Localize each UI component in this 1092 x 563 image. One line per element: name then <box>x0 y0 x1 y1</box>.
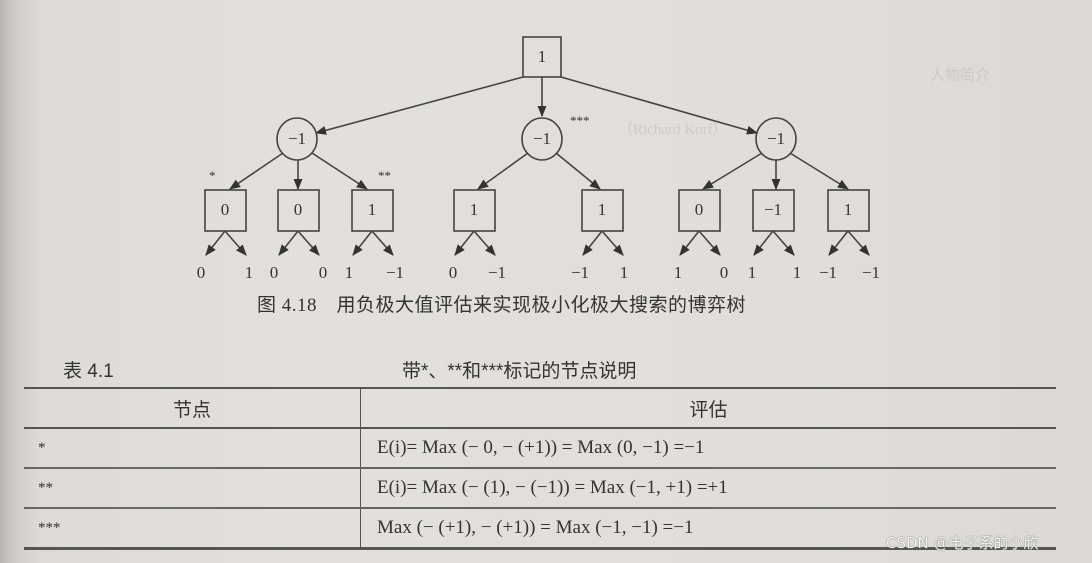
leaf-value: 1 <box>673 263 683 282</box>
leaf-value: 0 <box>196 263 206 282</box>
min-node-value: −1 <box>287 129 307 148</box>
node-marker: * <box>209 168 216 183</box>
table-row: * E(i)= Max (− 0, − (+1)) = Max (0, −1) … <box>24 428 1056 468</box>
evaluation-cell: E(i)= Max (− (1), − (−1)) = Max (−1, +1)… <box>377 477 728 498</box>
evaluation-cell: Max (− (+1), − (+1)) = Max (−1, −1) =−1 <box>377 517 694 538</box>
leaf-value: 1 <box>792 263 802 282</box>
table-header-row: 节点 评估 <box>24 388 1056 428</box>
node-marker: *** <box>570 113 590 128</box>
leaf-value: 1 <box>619 263 629 282</box>
node-cell: * <box>24 428 361 468</box>
leaf-value: −1 <box>861 263 881 282</box>
leaf-value: 1 <box>244 263 254 282</box>
max-node-value: 0 <box>220 200 230 219</box>
leaf-value: −1 <box>570 263 590 282</box>
leaf-value: 0 <box>269 263 279 282</box>
figure-caption: 图 4.18 用负极大值评估来实现极小化极大搜索的博弈树 <box>257 295 747 316</box>
max-node-value: −1 <box>763 200 783 219</box>
csdn-watermark: CSDN @电子系的小欣 <box>886 534 1039 552</box>
table-row: ** E(i)= Max (− (1), − (−1)) = Max (−1, … <box>24 468 1056 508</box>
node-cell: *** <box>24 508 361 549</box>
bleed-through-text: 人物简介 <box>930 68 991 84</box>
leaf-value: 1 <box>344 263 354 282</box>
min-node-2 <box>521 117 563 161</box>
leaf-value: 0 <box>719 263 729 282</box>
max-node-value: 0 <box>293 200 303 219</box>
leaf-value: 0 <box>318 263 328 282</box>
max-node-value: 1 <box>597 200 607 219</box>
min-node-value: −1 <box>766 129 786 148</box>
min-node-value: −1 <box>532 129 552 148</box>
header-node: 节点 <box>24 388 361 428</box>
leaf-value: −1 <box>818 263 838 282</box>
header-evaluation: 评估 <box>689 399 728 421</box>
leaf-value: 1 <box>747 263 757 282</box>
evaluation-cell: E(i)= Max (− 0, − (+1)) = Max (0, −1) =−… <box>377 437 705 458</box>
bleed-through-text: （Richard Korf） <box>618 122 728 138</box>
root-value: 1 <box>537 47 547 66</box>
max-node-value: 0 <box>694 200 704 219</box>
node-marker: ** <box>378 168 391 183</box>
table-row: *** Max (− (+1), − (+1)) = Max (−1, −1) … <box>24 508 1056 549</box>
table-number: 表 4.1 <box>63 361 114 382</box>
max-node-value: 1 <box>367 200 377 219</box>
leaf-value: −1 <box>385 263 405 282</box>
max-node-value: 1 <box>843 200 853 219</box>
game-tree-diagram <box>204 36 870 256</box>
min-node-1 <box>276 117 318 161</box>
max-node-value: 1 <box>469 200 479 219</box>
leaf-value: −1 <box>487 263 507 282</box>
table-title: 带*、**和***标记的节点说明 <box>402 361 637 382</box>
leaf-value: 0 <box>448 263 458 282</box>
node-cell: ** <box>24 468 361 508</box>
node-explanation-table: 节点 评估 * E(i)= Max (− 0, − (+1)) = Max (0… <box>24 387 1056 550</box>
